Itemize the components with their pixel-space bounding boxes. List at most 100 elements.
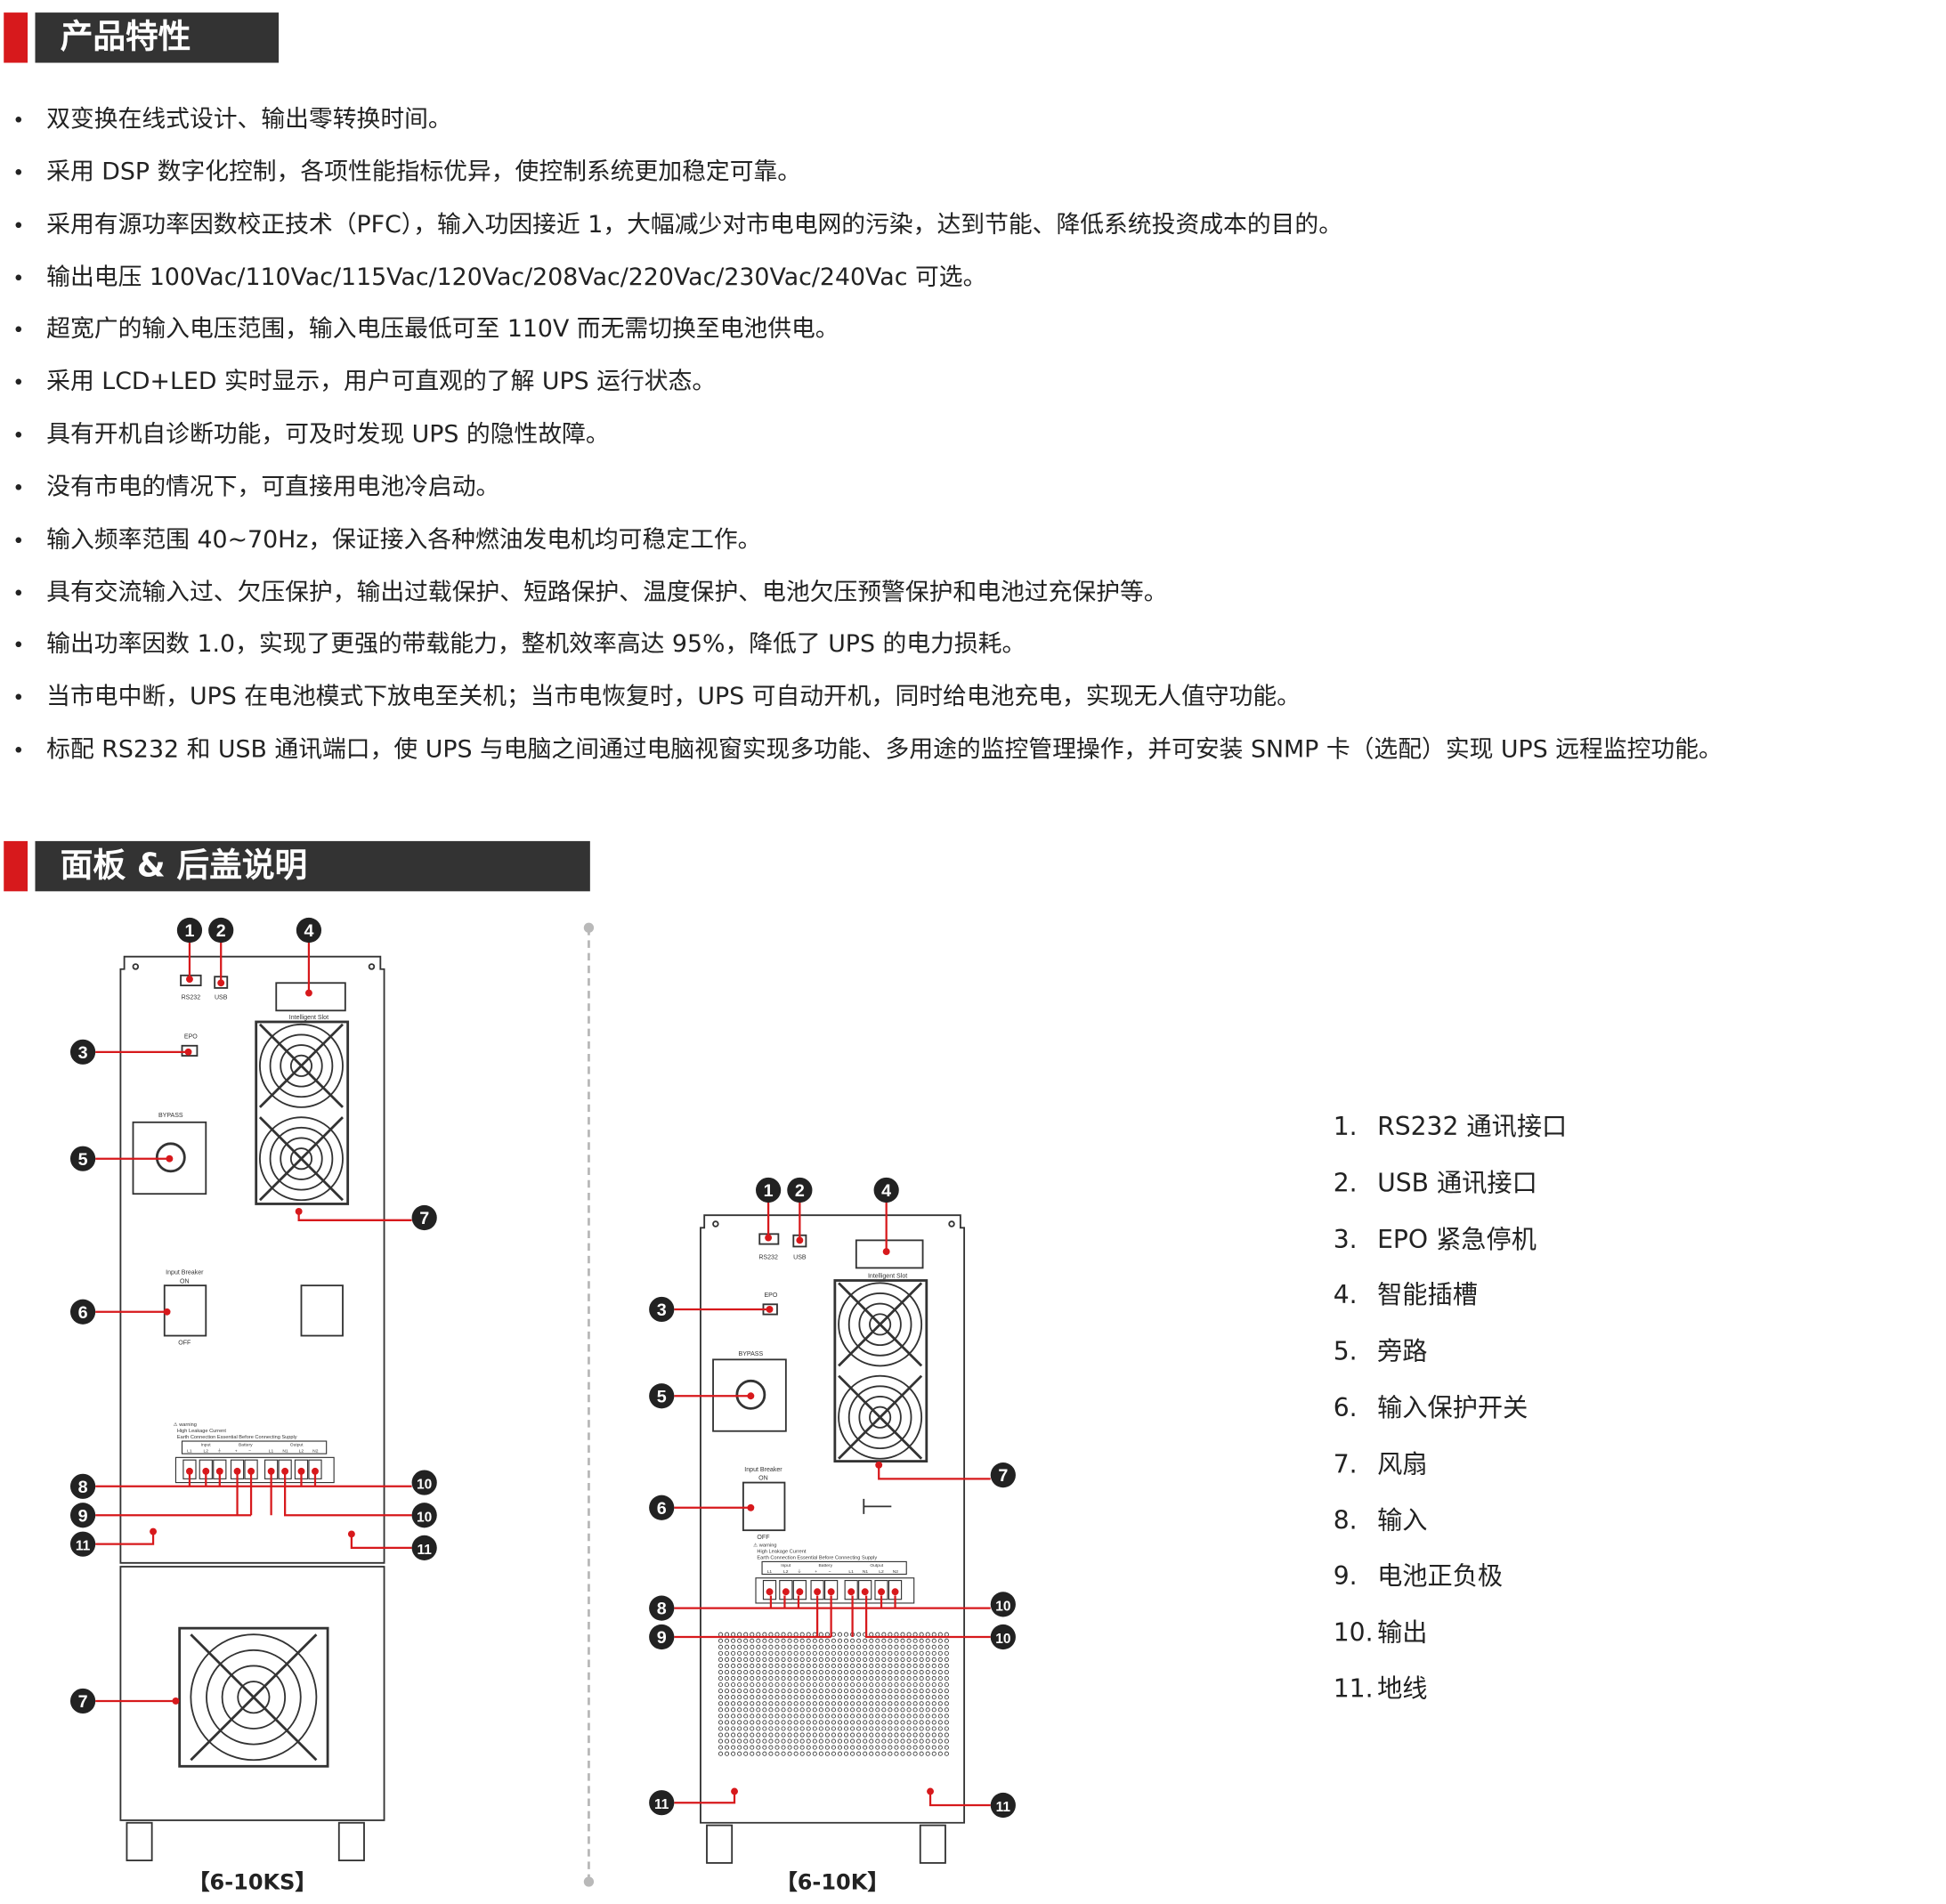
terminal-dot (891, 1588, 899, 1596)
vent-hole (875, 1738, 880, 1744)
vent-hole (837, 1663, 843, 1669)
vent-hole (937, 1720, 943, 1725)
vent-hole (856, 1689, 862, 1694)
vent-hole (737, 1663, 742, 1669)
terminal-group-label: Input (781, 1563, 791, 1568)
vent-hole (731, 1738, 736, 1744)
vent-hole (925, 1676, 930, 1681)
bullet-icon: • (12, 475, 25, 500)
vent-hole (774, 1657, 780, 1662)
legend-item: 7.风扇 (1334, 1436, 1567, 1492)
vent-hole (850, 1676, 855, 1681)
vent-hole (793, 1632, 799, 1637)
vent-hole (894, 1732, 899, 1738)
vent-hole (937, 1707, 943, 1713)
legend-number: 1. (1333, 1111, 1358, 1141)
vent-hole (869, 1644, 874, 1649)
terminal-dot (312, 1467, 319, 1475)
bullet-icon: • (12, 580, 25, 605)
vent-hole (793, 1682, 799, 1688)
legend-number: 7. (1333, 1448, 1358, 1479)
terminal-dot (878, 1588, 885, 1596)
vent-hole (781, 1701, 786, 1706)
terminal-label: − (248, 1450, 251, 1454)
vent-hole (818, 1745, 823, 1750)
vent-hole (863, 1682, 868, 1688)
vent-hole (856, 1701, 862, 1706)
vent-hole (818, 1632, 823, 1637)
vent-hole (731, 1638, 736, 1643)
vent-hole (762, 1695, 767, 1700)
caster (706, 1824, 946, 1864)
terminal-label: L2 (783, 1569, 789, 1575)
vent-hole (787, 1751, 792, 1756)
vent-hole (912, 1676, 918, 1681)
vent-hole (718, 1701, 724, 1706)
leader-dot (163, 1308, 171, 1316)
terminal-dot (847, 1588, 855, 1596)
vent-hole (837, 1701, 843, 1706)
vent-hole (787, 1682, 792, 1688)
vent-hole (837, 1644, 843, 1649)
vent-hole (725, 1657, 730, 1662)
vent-hole (731, 1644, 736, 1649)
vent-hole (881, 1663, 887, 1669)
vent-hole (818, 1657, 823, 1662)
vent-hole (737, 1638, 742, 1643)
vent-hole (793, 1644, 799, 1649)
vent-hole (925, 1701, 930, 1706)
vent-hole (725, 1701, 730, 1706)
bypass-knob (155, 1142, 186, 1173)
vent-hole (793, 1689, 799, 1694)
vent-hole (925, 1738, 930, 1744)
vent-hole (824, 1663, 830, 1669)
vent-hole (837, 1650, 843, 1656)
vent-hole (894, 1720, 899, 1725)
callout-circle (69, 1688, 96, 1714)
vent-hole (912, 1714, 918, 1719)
vent-hole (793, 1738, 799, 1744)
vent-hole (931, 1751, 937, 1756)
vent-hole (937, 1695, 943, 1700)
vent-hole (863, 1714, 868, 1719)
legend-label: EPO 紧急停机 (1377, 1223, 1537, 1254)
vent-hole (937, 1689, 943, 1694)
vent-hole (937, 1644, 943, 1649)
vent-hole (919, 1644, 924, 1649)
vent-hole (781, 1738, 786, 1744)
vent-hole (856, 1738, 862, 1744)
vent-hole (725, 1663, 730, 1669)
vent-hole (824, 1745, 830, 1750)
vent-hole (906, 1632, 912, 1637)
vent-hole (818, 1644, 823, 1649)
leader-dot (875, 1461, 883, 1469)
vent-hole (837, 1738, 843, 1744)
vent-hole (881, 1644, 887, 1649)
legend-number: 3. (1333, 1223, 1358, 1254)
callout-number: 2 (795, 1181, 805, 1201)
section-title: 产品特性 (35, 12, 280, 63)
vent-hole (856, 1638, 862, 1643)
vent-hole (787, 1689, 792, 1694)
vent-hole (806, 1751, 811, 1756)
vent-hole (937, 1669, 943, 1675)
vent-hole (925, 1650, 930, 1656)
vent-hole (768, 1695, 774, 1700)
vent-hole (750, 1720, 755, 1725)
vent-hole (881, 1745, 887, 1750)
fan-guard-cross (258, 1023, 345, 1108)
vent-hole (900, 1689, 905, 1694)
vent-hole (888, 1669, 893, 1675)
callout-number: 10 (417, 1510, 432, 1525)
vent-hole (781, 1707, 786, 1713)
callout-marker: 10 (411, 1470, 437, 1495)
vent-hole (925, 1638, 930, 1643)
model-label-6-10ks: 【6-10KS】 (188, 1870, 317, 1896)
vent-hole (737, 1650, 742, 1656)
vent-hole (812, 1720, 817, 1725)
vent-hole (944, 1676, 949, 1681)
vent-hole (831, 1714, 836, 1719)
vent-hole (837, 1632, 843, 1637)
vent-hole (831, 1695, 836, 1700)
fan-grille-icon (838, 1282, 923, 1367)
